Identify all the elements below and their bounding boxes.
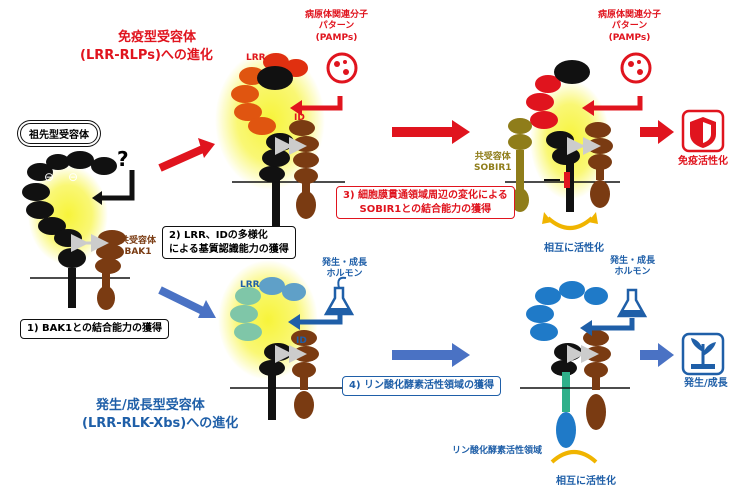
bak1-label: 共受容体 BAK1 [120, 236, 156, 258]
step3-line2: SOBIR1との結合能力の獲得 [359, 203, 492, 215]
immune-title-line2: (LRR-RLPs)への進化 [80, 48, 213, 63]
pathogen-icon [326, 52, 358, 84]
step4-box: 4) リン酸化酵素活性領域の獲得 [342, 376, 502, 396]
ancestral-receptor-label: 祖先型受容体 [20, 123, 98, 144]
pamps-label-1: 病原体関連分子 パターン (PAMPs) [305, 10, 368, 44]
plant-icon [681, 332, 725, 376]
step2-line1: 2) LRR、IDの多様化 [169, 230, 268, 241]
immune-receptor-final [505, 60, 643, 230]
id-label-red: ID [294, 113, 305, 123]
pamps-label-1-line3: (PAMPs) [315, 32, 358, 43]
pamps-label-2-line1: 病原体関連分子 [598, 10, 662, 20]
pamps-label-2: 病原体関連分子 パターン (PAMPs) [598, 10, 661, 44]
immune-receptor-stage2 [215, 50, 345, 228]
sobir1-label-line1: 共受容体 [474, 152, 511, 162]
growth-outcome-label: 発生/成長 [684, 378, 728, 389]
hormone-label-1-line2: ホルモン [326, 268, 363, 279]
pamps-label-2-line3: (PAMPs) [608, 32, 651, 43]
hormone-label-2-line1: 発生・成長 [610, 256, 656, 266]
pamps-label-2-line2: パターン [611, 21, 648, 32]
step2-box: 2) LRR、IDの多様化 による基質認識能力の獲得 [162, 226, 296, 259]
pathogen-icon [620, 52, 652, 84]
bak1-label-line1: 共受容体 [120, 236, 157, 246]
shield-icon [681, 109, 725, 153]
pamps-label-1-line2: パターン [318, 21, 355, 32]
hormone-label-1: 発生・成長 ホルモン [322, 258, 367, 280]
growth-title-line2: (LRR-RLK-Xbs)への進化 [82, 416, 239, 431]
minus-sign-2: ⊖ [68, 170, 79, 184]
bak1-label-line2: BAK1 [124, 246, 152, 257]
id-label-blue: ID [296, 336, 307, 346]
step2-line2: による基質認識能力の獲得 [169, 243, 289, 255]
immune-activation-label: 免疫活性化 [678, 156, 728, 167]
sobir1-label: 共受容体 SOBIR1 [474, 152, 512, 174]
step1-box: 1) BAK1との結合能力の獲得 [20, 319, 169, 339]
lrr-label-blue: LRR [240, 280, 260, 290]
sobir1-label-line2: SOBIR1 [474, 162, 512, 173]
arrow-step4 [392, 343, 470, 367]
growth-title-line1: 発生/成長型受容体 [96, 398, 205, 413]
flask-icon [323, 276, 355, 316]
step3-box: 3) 細胞膜貫通領域周辺の変化による SOBIR1との結合能力の獲得 [336, 186, 515, 219]
flask-icon [616, 288, 648, 318]
hormone-label-2: 発生・成長 ホルモン [610, 256, 655, 278]
hormone-label-2-line2: ホルモン [614, 266, 651, 277]
arrow-to-immune-activation [640, 120, 674, 144]
arrow-step3 [392, 120, 470, 144]
mutual-activation-red: 相互に活性化 [544, 243, 604, 254]
arrow-to-growth-outcome [640, 343, 674, 367]
growth-receptor-stage2 [218, 260, 345, 420]
kinase-domain-label: リン酸化酵素活性領域 [452, 446, 543, 456]
lrr-label-red: LRR [246, 53, 266, 63]
step3-line1: 3) 細胞膜貫通領域周辺の変化による [343, 190, 508, 201]
minus-sign-1: ⊖ [44, 170, 55, 184]
question-mark: ? [117, 147, 129, 171]
growth-receptor-final [520, 281, 635, 464]
mutual-activation-blue: 相互に活性化 [556, 476, 616, 487]
immune-title-line1: 免疫型受容体 [118, 30, 197, 45]
ancestral-receptor [22, 151, 135, 310]
arrow-to-growth [158, 286, 216, 318]
pamps-label-1-line1: 病原体関連分子 [305, 10, 369, 20]
hormone-label-1-line1: 発生・成長 [322, 258, 368, 268]
arrow-to-immune [158, 138, 215, 172]
